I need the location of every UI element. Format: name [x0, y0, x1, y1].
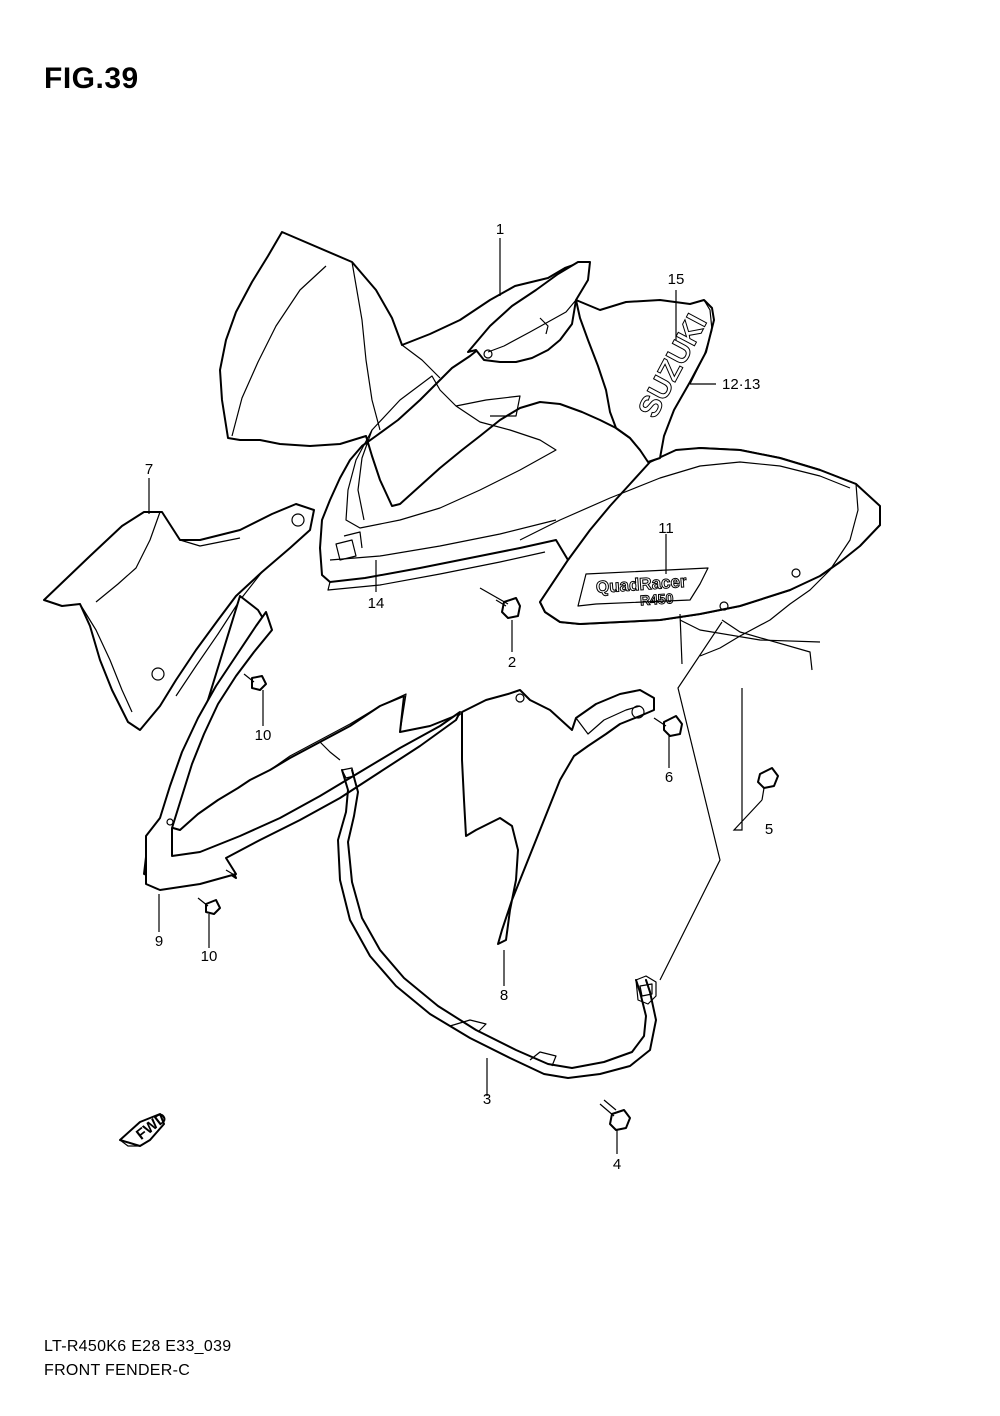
callout-1: 1	[496, 221, 504, 238]
figure-caption: LT-R450K6 E28 E33_039 FRONT FENDER-C	[44, 1335, 231, 1383]
callout-9: 9	[155, 933, 163, 950]
fastener-screw-2	[495, 597, 521, 619]
callout-10-lower: 10	[201, 948, 218, 965]
left-side-cover	[43, 503, 315, 731]
section-name-label: FRONT FENDER-C	[44, 1362, 191, 1379]
fastener-screw-10-lower	[197, 897, 221, 915]
callout-15: 15	[668, 271, 685, 288]
callout-8: 8	[500, 987, 508, 1004]
callout-4: 4	[613, 1156, 621, 1173]
callout-14: 14	[368, 595, 385, 612]
callout-12-13: 12·13	[722, 376, 760, 393]
callout-2: 2	[508, 654, 516, 671]
callout-leader-lines	[148, 238, 716, 1154]
fastener-clip-6	[653, 715, 683, 737]
fastener-screw-10-upper	[243, 673, 267, 691]
callout-10-upper: 10	[255, 727, 272, 744]
center-mud-guard	[461, 689, 655, 945]
fastener-bolt-5	[757, 767, 779, 801]
figure-title: FIG.39	[44, 62, 139, 95]
front-fender-right-wing: QuadRacer R450	[519, 447, 881, 671]
quadracer-decal: QuadRacer R450	[577, 567, 709, 609]
callout-numbers: 1 2 3 4 5 6 7 8 9 10 10 11 12·13 14 15	[145, 221, 773, 1173]
lower-left-fender-panel	[143, 595, 461, 891]
callout-6: 6	[665, 769, 673, 786]
forward-direction-arrow: FWD	[119, 1109, 170, 1147]
callout-5: 5	[765, 821, 773, 838]
upper-nose-cover	[467, 261, 591, 363]
fastener-bolt-4	[599, 1099, 631, 1131]
assembly-guide-lines	[225, 587, 763, 981]
callout-11: 11	[658, 520, 674, 537]
model-code-label: LT-R450K6 E28 E33_039	[44, 1338, 232, 1355]
callout-3: 3	[483, 1091, 491, 1108]
callout-7: 7	[145, 461, 153, 478]
support-brace	[337, 767, 657, 1079]
r450-decal-text: R450	[639, 590, 674, 608]
